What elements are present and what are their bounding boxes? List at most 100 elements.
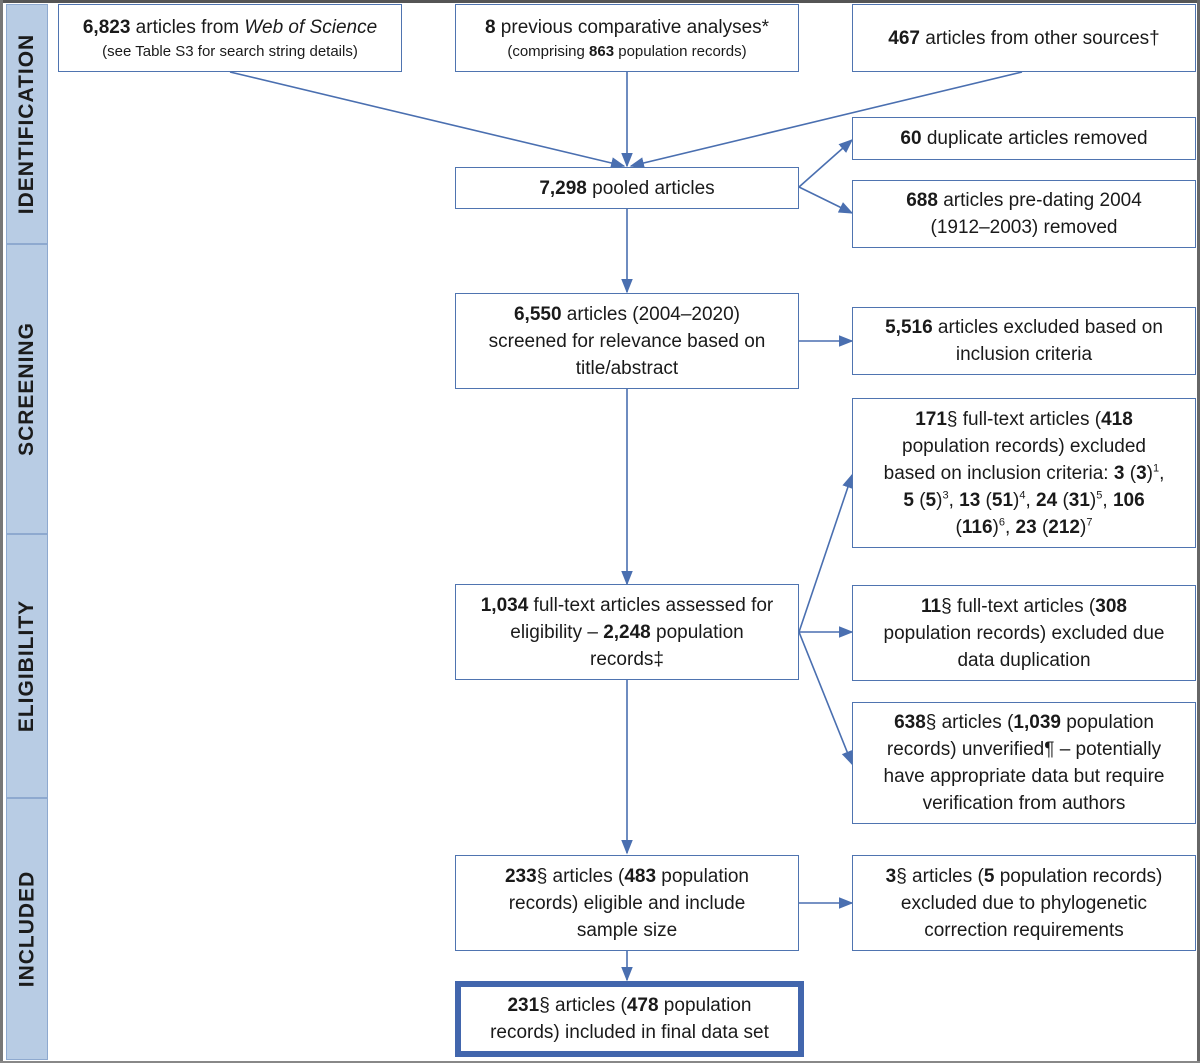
criterion-4-articles: 13 [959,489,981,511]
unverified-records: 1,039 [1013,712,1061,733]
criterion-7-records: 212 [1048,516,1080,538]
wos-subtext: (see Table S3 for search string details) [102,42,358,60]
duplicates-count: 60 [900,128,922,149]
duplication-records: 308 [1095,595,1127,617]
phylo-records: 5 [983,865,995,887]
frame-bottom-border [0,1061,1200,1063]
predating-range: (1912–2003) removed [930,217,1118,238]
final-records: 478 [626,995,659,1016]
criterion-5-records: 31 [1068,489,1090,511]
box-screened: 6,550 articles (2004–2020) screened for … [455,293,799,389]
assessed-text-2: eligibility – [510,621,604,643]
screened-text-2: screened for relevance based on [488,330,766,352]
phase-eligibility: ELIGIBILITY [6,534,48,798]
eligible-text-3: records) eligible and include [508,892,746,914]
previous-sub-text: (comprising [507,42,590,60]
box-other-sources: 467 articles from other sources† [852,4,1196,72]
criterion-3-articles: 5 [903,489,914,511]
assessed-text: full-text articles assessed for [528,594,774,616]
box-previous-analyses: 8 previous comparative analyses* (compri… [455,4,799,72]
unverified-text-4: have appropriate data but require [883,766,1165,787]
phylo-text: § articles ( [896,865,984,887]
pooled-count: 7,298 [539,177,587,199]
criterion-1-note: 1 [1152,462,1160,475]
assessed-count: 1,034 [480,594,529,616]
previous-count: 8 [484,16,496,38]
box-duplicates-removed: 60 duplicate articles removed [852,117,1196,160]
unverified-text-5: verification from authors [922,793,1126,814]
box-assessed-eligibility: 1,034 full-text articles assessed for el… [455,584,799,680]
eligible-text-4: sample size [576,919,678,941]
excluded-title-text: articles excluded based on [932,317,1163,338]
wos-count: 6,823 [82,16,131,38]
box-data-duplication: 11§ full-text articles (308 population r… [852,585,1196,681]
box-eligible: 233§ articles (483 population records) e… [455,855,799,951]
phase-included: INCLUDED [6,798,48,1060]
phase-screening: SCREENING [6,244,48,534]
eligible-text: § articles ( [536,865,625,887]
phylo-text-4: correction requirements [924,919,1124,941]
arrow-assessed-to-fulltext-excluded [798,473,854,633]
box-unverified: 638§ articles (1,039 population records)… [852,702,1196,824]
predating-text: articles pre-dating 2004 [937,190,1142,211]
duplication-text: § full-text articles ( [941,595,1096,617]
criterion-6-note: 6 [998,516,1005,529]
previous-sub-text-end: population records) [614,42,747,60]
duplication-text-2: population records) excluded due [883,622,1165,644]
arrow-assessed-to-unverified [798,631,853,766]
criterion-5-articles: 24 [1036,489,1058,511]
excluded-fulltext-text-2: population records) excluded [902,435,1146,457]
excluded-title-count: 5,516 [885,317,933,338]
box-web-of-science: 6,823 articles from Web of Science (see … [58,4,402,72]
arrow-pooled-to-predating [798,186,854,214]
criterion-4-records: 51 [991,489,1014,511]
unverified-text: § articles ( [925,712,1014,733]
eligible-count: 233 [504,865,537,887]
criterion-4-note: 4 [1019,489,1026,502]
excluded-fulltext-text: § full-text articles ( [946,408,1102,430]
assessed-text-3: population [650,621,744,643]
arrow-other-to-pooled [629,71,1023,169]
wos-text: articles from [130,16,245,38]
criterion-1-articles: 3 [1113,462,1125,484]
box-final-data-set: 231§ articles (478 population records) i… [455,981,804,1057]
criterion-3-note: 3 [942,489,949,502]
duplication-count: 11 [921,595,942,617]
duplicates-text: duplicate articles removed [921,128,1148,149]
screened-count: 6,550 [513,303,562,325]
other-count: 467 [888,27,920,49]
phylo-count: 3 [885,865,897,887]
excluded-title-text-2: inclusion criteria [955,344,1093,365]
criterion-6-records: 116 [961,516,993,538]
final-text: § articles ( [539,995,627,1016]
eligible-records: 483 [624,865,657,887]
duplication-text-3: data duplication [957,649,1091,671]
previous-text: previous comparative analyses* [495,16,770,38]
frame-right-border [1197,0,1200,1063]
unverified-text-2: population [1060,712,1154,733]
excluded-fulltext-records: 418 [1101,408,1133,430]
previous-records-count: 863 [589,42,615,60]
final-count: 231 [507,995,540,1016]
final-text-2: population [658,995,752,1016]
wos-source: Web of Science [244,16,378,38]
other-text: articles from other sources† [920,27,1160,49]
excluded-fulltext-criteria-label: based on inclusion criteria: [883,462,1114,484]
phylo-text-2: population records) [994,865,1163,887]
box-excluded-title-abstract: 5,516 articles excluded based on inclusi… [852,307,1196,375]
excluded-fulltext-count: 171 [915,408,947,430]
pooled-text: pooled articles [586,177,715,199]
criterion-6-articles: 106 [1112,489,1145,511]
screened-text-3: title/abstract [575,357,679,379]
assessed-records-count: 2,248 [603,621,651,643]
predating-count: 688 [906,190,938,211]
phase-identification: IDENTIFICATION [6,4,48,244]
box-pooled-articles: 7,298 pooled articles [455,167,799,209]
box-phylogenetic-excluded: 3§ articles (5 population records) exclu… [852,855,1196,951]
final-text-3: records) included in final data set [490,1022,769,1043]
criterion-3-records: 5 [925,489,937,511]
criterion-7-articles: 23 [1015,516,1037,538]
box-excluded-fulltext: 171§ full-text articles (418 population … [852,398,1196,548]
